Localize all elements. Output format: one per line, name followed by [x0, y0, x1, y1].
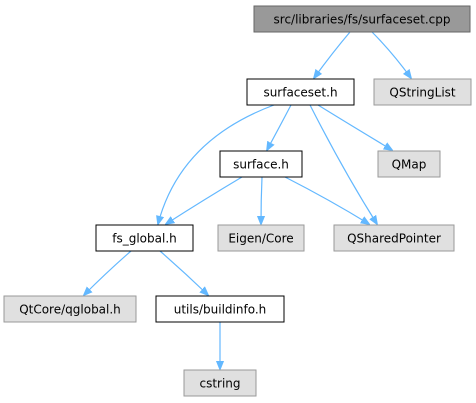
edge-surfaceset_h-to-surface_h	[267, 104, 292, 150]
node-cstring: cstring	[183, 369, 257, 397]
node-box	[373, 78, 472, 106]
node-box	[183, 369, 257, 397]
node-qsharedpointer: QSharedPointer	[333, 224, 455, 252]
node-box	[333, 224, 455, 252]
node-surface-h[interactable]: surface.h	[219, 150, 303, 178]
node-label: QtCore/qglobal.h	[19, 303, 121, 317]
edge-surfaceset_h-to-qsharedpointer	[309, 104, 377, 224]
edge-surfaceset_h-to-qmap	[317, 104, 392, 150]
node-label: QMap	[392, 158, 427, 172]
node-surfaceset-h[interactable]: surfaceset.h	[246, 78, 355, 106]
node-box	[377, 150, 441, 178]
node-label: QStringList	[389, 86, 456, 100]
node-box	[253, 5, 471, 33]
edge-surfaceset_h-to-fs_global_h	[158, 104, 275, 224]
edge-surface_h-to-eigen_core	[261, 176, 262, 224]
node-label: cstring	[199, 377, 240, 391]
node-box[interactable]	[155, 295, 285, 323]
node-box[interactable]	[219, 150, 303, 178]
edge-fs_global_h-to-buildinfo_h	[159, 250, 208, 295]
node-box	[3, 295, 137, 323]
edge-surface_h-to-fs_global_h	[166, 176, 243, 224]
node-label: QSharedPointer	[347, 232, 441, 246]
edge-surfaceset_cpp-to-surfaceset_h	[314, 31, 351, 78]
node-qmap: QMap	[377, 150, 441, 178]
edge-surface_h-to-qsharedpointer	[284, 176, 369, 224]
node-buildinfo-h[interactable]: utils/buildinfo.h	[155, 295, 285, 323]
edges-layer	[84, 31, 411, 369]
node-box	[217, 224, 305, 252]
node-label: utils/buildinfo.h	[174, 303, 267, 317]
node-label: fs_global.h	[112, 232, 177, 246]
node-fs-global-h[interactable]: fs_global.h	[95, 224, 194, 252]
edge-surfaceset_cpp-to-qstringlist	[371, 31, 411, 78]
node-qstringlist: QStringList	[373, 78, 472, 106]
node-label: Eigen/Core	[228, 232, 293, 246]
node-label: src/libraries/fs/surfaceset.cpp	[274, 13, 451, 27]
edge-fs_global_h-to-qglobal_h	[84, 250, 132, 295]
node-label: surfaceset.h	[263, 86, 337, 100]
node-label: surface.h	[233, 158, 289, 172]
nodes-layer: src/libraries/fs/surfaceset.cpp surfacese…	[3, 5, 472, 397]
node-surfaceset-cpp: src/libraries/fs/surfaceset.cpp	[253, 5, 471, 33]
node-box[interactable]	[246, 78, 355, 106]
node-box[interactable]	[95, 224, 194, 252]
node-eigen-core: Eigen/Core	[217, 224, 305, 252]
node-qglobal-h: QtCore/qglobal.h	[3, 295, 137, 323]
